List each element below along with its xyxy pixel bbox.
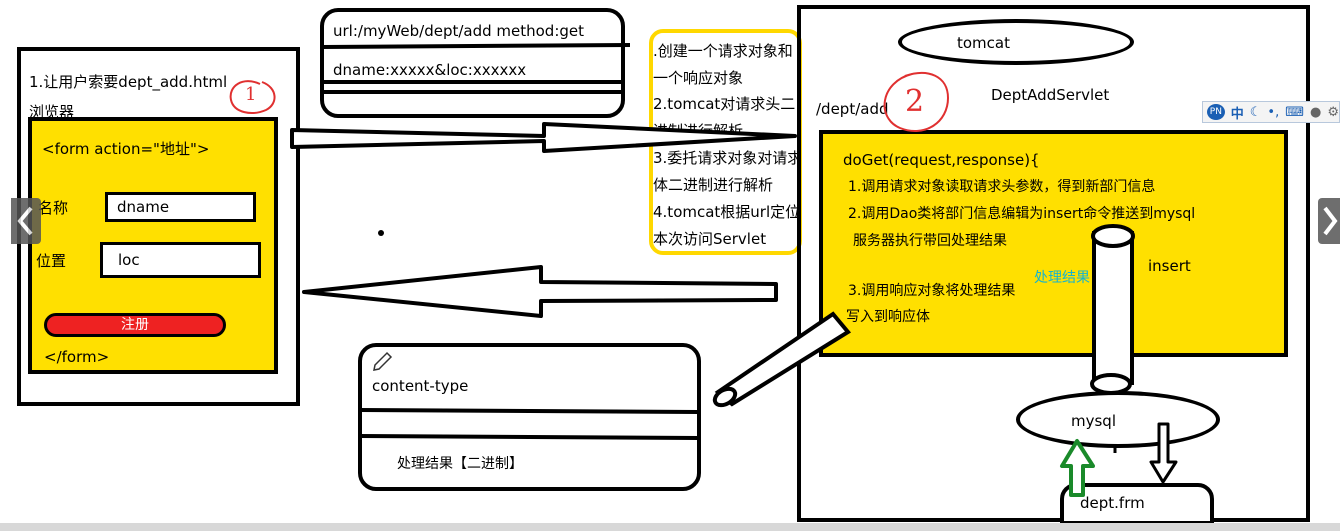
ime-lang-toggle[interactable]: 中: [1230, 106, 1244, 122]
servlet-step-line: 1.调用请求对象读取请求头参数，得到新部门信息: [848, 179, 1156, 195]
tomcat-ellipse: [898, 19, 1134, 65]
request-packet: [320, 8, 625, 118]
tomcat-step-line: 4.tomcat根据url定位: [653, 203, 801, 221]
register-button-label: 注册: [121, 317, 149, 333]
step-two-number: 2: [905, 84, 925, 119]
request-packet-dividers: [321, 43, 631, 94]
result-arrow: [1060, 439, 1095, 497]
browser-caption: 浏览器: [29, 103, 75, 121]
moon-icon[interactable]: ☾: [1249, 104, 1262, 120]
chevron-right-icon: [1323, 206, 1338, 236]
response-content-type: content-type: [372, 377, 469, 395]
servlet-step-line: 服务器执行带回处理结果: [853, 233, 1007, 249]
response-packet-dividers: [359, 408, 699, 440]
tomcat-step-line: 体二进制进行解析: [653, 176, 774, 194]
ime-logo-icon[interactable]: PN: [1207, 104, 1225, 120]
response-packet: [358, 343, 701, 491]
user-icon[interactable]: ●: [1310, 104, 1322, 120]
insert-label: insert: [1148, 257, 1191, 275]
result-annotation: 处理结果: [1034, 270, 1090, 286]
tomcat-label: tomcat: [957, 34, 1010, 52]
tomcat-step-line: 一个响应对象: [653, 69, 744, 87]
servlet-path: /dept/add: [816, 100, 889, 118]
mysql-label: mysql: [1071, 412, 1116, 430]
servlet-step-line: 2.调用Dao类将部门信息编辑为insert命令推送到mysql: [848, 206, 1196, 222]
next-slide-button[interactable]: [1318, 198, 1340, 244]
server-box: [797, 5, 1310, 522]
tomcat-step-line: 3.委托请求对象对请求: [653, 149, 802, 167]
form-open-tag: <form action="地址">: [42, 140, 210, 158]
browser-step-text: 1.让用户索要dept_add.html: [29, 73, 228, 91]
mysql-ellipse: [1016, 391, 1220, 448]
dept-frm-label: dept.frm: [1080, 494, 1145, 512]
step-one-circle: [229, 80, 276, 114]
servlet-method-box: [819, 130, 1288, 357]
servlet-name: DeptAddServlet: [991, 86, 1110, 104]
servlet-output-pipe: [712, 311, 852, 408]
register-button[interactable]: 注册: [44, 313, 226, 337]
method-signature: doGet(request,response){: [843, 151, 1040, 169]
gear-icon[interactable]: ⚙: [1327, 104, 1339, 120]
tomcat-step-line: .创建一个请求对象和: [653, 42, 793, 60]
prev-slide-button[interactable]: [11, 198, 41, 244]
tomcat-step-line: 2.tomcat对请求头二: [653, 95, 796, 113]
bottom-scrollbar[interactable]: [0, 523, 1340, 531]
pencil-cursor-icon: [373, 351, 393, 371]
response-body: 处理结果【二进制】: [397, 456, 523, 472]
loc-label: 位置: [36, 252, 67, 270]
form-close-tag: </form>: [44, 348, 110, 366]
name-input[interactable]: dname: [105, 192, 256, 222]
punctuation-icon[interactable]: •,: [1267, 104, 1280, 120]
step-two-circle: [883, 72, 950, 133]
servlet-step-line: 3.调用响应对象将处理结果: [848, 283, 1016, 299]
keyboard-icon[interactable]: ⌨: [1285, 104, 1304, 120]
response-arrow: [302, 265, 778, 318]
ime-toolbar: PN 中 ☾ •, ⌨ ● ⚙: [1202, 101, 1340, 123]
loc-input-value: loc: [118, 251, 140, 269]
loc-input[interactable]: loc: [100, 242, 261, 278]
step-one-number: 1: [245, 84, 257, 105]
write-arrow: [1149, 422, 1178, 484]
name-input-value: dname: [117, 198, 170, 216]
tomcat-step-line: 本次访问Servlet: [653, 230, 767, 248]
request-params-line: dname:xxxxx&loc:xxxxxx: [333, 61, 527, 79]
request-url-line: url:/myWeb/dept/add method:get: [333, 22, 585, 40]
servlet-step-line: 写入到响应体: [846, 309, 930, 325]
request-arrow: [290, 122, 797, 153]
name-label: 名称: [38, 199, 69, 217]
chevron-left-icon: [17, 206, 33, 236]
insert-pipe: [1090, 224, 1135, 395]
stray-dot: [378, 230, 384, 236]
